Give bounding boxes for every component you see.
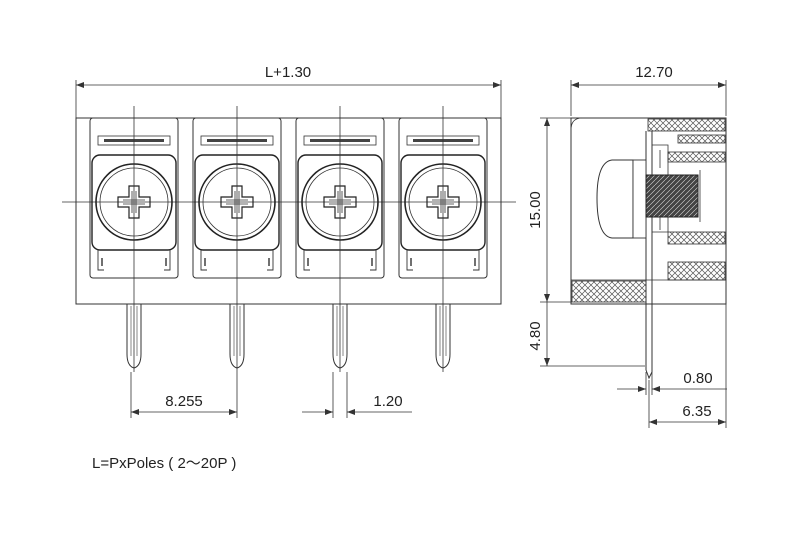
pin-length-dimension: 4.80 <box>527 302 645 367</box>
pitch-dimension: 8.255 <box>130 372 238 418</box>
cross-recess-icon <box>426 185 460 219</box>
cross-recess-icon <box>323 185 357 219</box>
pin-length-dimension-label: 4.80 <box>527 321 544 350</box>
front-view: L+1.30 8.255 1.20 L=PxPoles ( 2 <box>62 64 516 472</box>
height-dimension: 15.00 <box>527 117 572 303</box>
side-view: 12.70 15.00 4.80 <box>527 64 727 428</box>
overall-dimension-label: L+1.30 <box>265 64 311 81</box>
pin-offset-dimension: 6.35 <box>648 304 727 428</box>
screw-head-icon <box>596 159 634 239</box>
pole-4 <box>398 106 488 372</box>
pin <box>332 304 348 369</box>
pin-offset-dimension-label: 6.35 <box>682 403 711 420</box>
side-pin <box>645 300 653 380</box>
pole-3 <box>295 106 385 372</box>
width-dimension: 12.70 <box>570 64 727 116</box>
poles-note: L=PxPoles ( 2～20P ) <box>92 455 236 472</box>
pole-2 <box>192 106 282 372</box>
pin-thickness-dimension: 0.80 <box>617 370 727 395</box>
screw-thread-icon <box>645 174 699 218</box>
pin <box>435 304 451 369</box>
side-housing <box>570 117 727 305</box>
pin <box>126 304 142 369</box>
pitch-dimension-label: 8.255 <box>165 393 203 410</box>
overall-dimension: L+1.30 <box>75 64 502 118</box>
cross-recess-icon <box>117 185 151 219</box>
pin-width-dimension: 1.20 <box>302 372 412 418</box>
height-dimension-label: 15.00 <box>527 191 544 229</box>
pin <box>229 304 245 369</box>
cross-recess-icon <box>220 185 254 219</box>
terminal-housing <box>75 117 502 305</box>
poles-group <box>89 106 488 372</box>
pin-width-dimension-label: 1.20 <box>373 393 402 410</box>
pin-thickness-dimension-label: 0.80 <box>683 370 712 387</box>
width-dimension-label: 12.70 <box>635 64 673 81</box>
pole-1 <box>89 106 179 372</box>
